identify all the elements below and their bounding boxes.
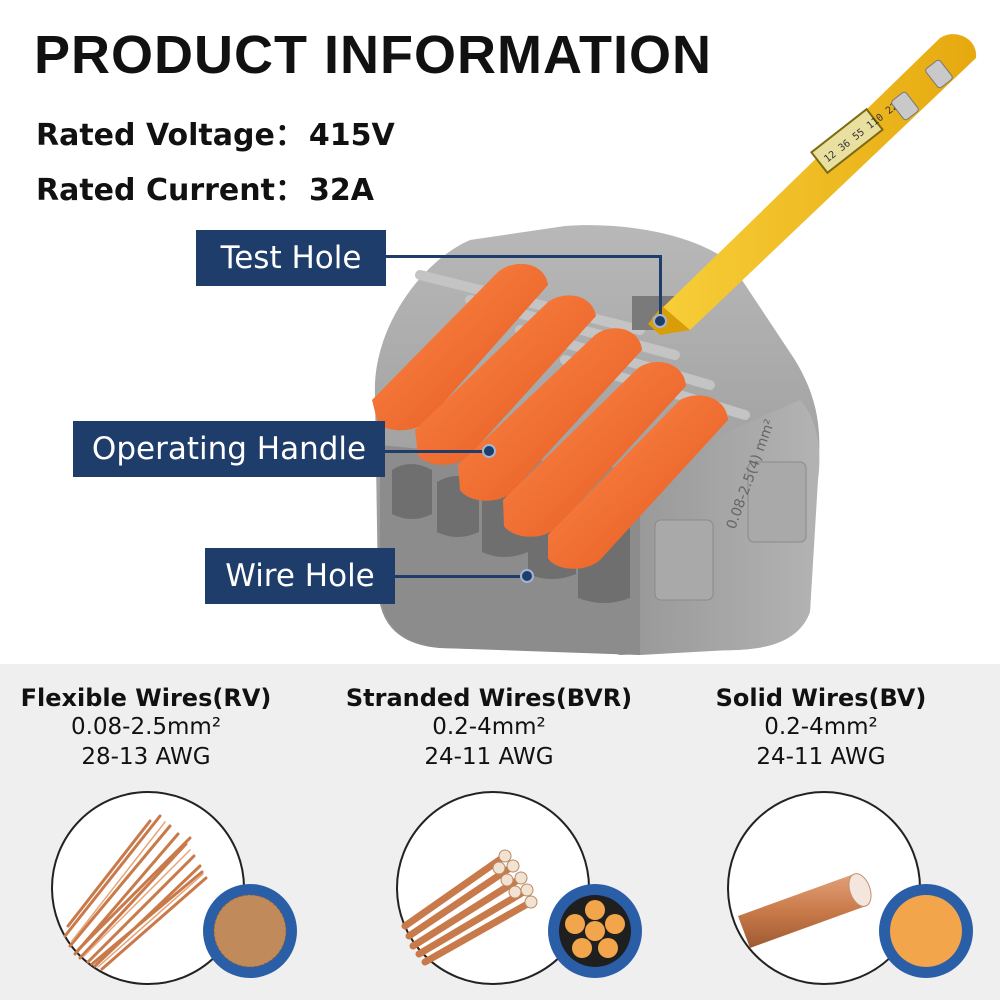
marker-test-hole (653, 314, 667, 328)
voltage-tester-icon: 12 36 55 110 220 (648, 34, 977, 335)
marker-wire-hole (520, 569, 534, 583)
rated-voltage: Rated Voltage：415V (36, 110, 395, 154)
leader-line-test-hole-drop (659, 255, 662, 319)
wire-type-stranded: Stranded Wires(BVR) 0.2-4mm² 24-11 AWG (329, 684, 649, 772)
wire-type-flexible: Flexible Wires(RV) 0.08-2.5mm² 28-13 AWG (0, 684, 306, 772)
callout-wire-hole: Wire Hole (205, 548, 395, 604)
wire-type-awg: 24-11 AWG (756, 744, 886, 770)
wire-type-section: 0.2-4mm² (764, 714, 878, 740)
stranded-wire-icon (396, 791, 642, 985)
connector-illustration: 0.08-2.5(4) mm² 12 36 55 110 220 (372, 34, 977, 655)
wire-type-name: Flexible Wires(RV) (20, 684, 272, 712)
rated-voltage-value: 415V (308, 118, 395, 153)
leader-line-test-hole (386, 255, 662, 258)
operating-levers (372, 263, 728, 569)
wire-type-name: Stranded Wires(BVR) (345, 684, 633, 712)
page-title: PRODUCT INFORMATION (34, 25, 712, 85)
callout-operating-handle: Operating Handle (73, 421, 385, 477)
tester-display (810, 107, 884, 175)
wire-type-awg: 28-13 AWG (81, 744, 211, 770)
callout-test-hole: Test Hole (196, 230, 386, 286)
wire-type-solid: Solid Wires(BV) 0.2-4mm² 24-11 AWG (661, 684, 981, 772)
leader-line-operating-handle (385, 450, 488, 453)
rated-voltage-label: Rated Voltage： (36, 118, 305, 153)
rated-current: Rated Current：32A (36, 165, 374, 209)
wire-type-section: 0.2-4mm² (432, 714, 546, 740)
rated-current-label: Rated Current： (36, 173, 305, 208)
flexible-wire-icon (51, 791, 297, 985)
wire-type-section: 0.08-2.5mm² (70, 714, 222, 740)
wire-type-name: Solid Wires(BV) (715, 684, 927, 712)
marker-operating-handle (482, 444, 496, 458)
solid-wire-icon (727, 791, 973, 985)
leader-line-wire-hole (395, 575, 525, 578)
rated-current-value: 32A (308, 173, 374, 208)
wire-type-awg: 24-11 AWG (424, 744, 554, 770)
